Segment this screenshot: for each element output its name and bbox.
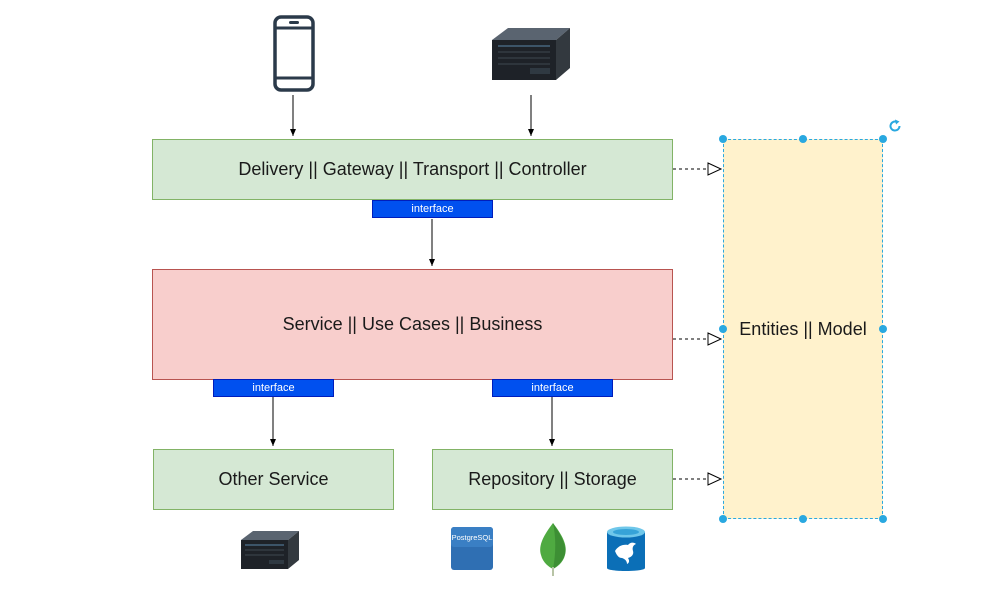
svg-text:PostgreSQL: PostgreSQL bbox=[452, 533, 493, 542]
selection-handle-bottom-center[interactable] bbox=[799, 515, 807, 523]
selection-handle-top-left[interactable] bbox=[719, 135, 727, 143]
repository-label: Repository || Storage bbox=[468, 469, 637, 489]
service-interface-left-badge[interactable]: interface bbox=[213, 379, 334, 397]
other-service-label: Other Service bbox=[218, 469, 329, 489]
mongodb-leaf-icon[interactable] bbox=[536, 521, 570, 577]
selection-handle-top-center[interactable] bbox=[799, 135, 807, 143]
other-service-box[interactable]: Other Service bbox=[153, 449, 394, 510]
service-layer-box[interactable]: Service || Use Cases || Business bbox=[152, 269, 673, 380]
server-icon[interactable] bbox=[240, 530, 300, 570]
selection-handle-bottom-left[interactable] bbox=[719, 515, 727, 523]
mobile-phone-icon[interactable] bbox=[272, 15, 316, 93]
dashed-arrow-service-to-entities bbox=[673, 332, 723, 346]
mariadb-database-icon[interactable] bbox=[606, 525, 646, 575]
entities-box[interactable]: Entities || Model bbox=[723, 139, 883, 519]
delivery-layer-box[interactable]: Delivery || Gateway || Transport || Cont… bbox=[152, 139, 673, 200]
selection-handle-middle-right[interactable] bbox=[879, 325, 887, 333]
dashed-arrow-delivery-to-entities bbox=[673, 162, 723, 176]
postgresql-icon[interactable]: PostgreSQL bbox=[450, 526, 494, 571]
rotate-handle-icon[interactable] bbox=[887, 118, 903, 134]
entities-label: Entities || Model bbox=[739, 318, 867, 339]
selection-handle-middle-left[interactable] bbox=[719, 325, 727, 333]
selection-handle-top-right[interactable] bbox=[879, 135, 887, 143]
delivery-layer-label: Delivery || Gateway || Transport || Cont… bbox=[238, 159, 587, 179]
service-interface-right-badge[interactable]: interface bbox=[492, 379, 613, 397]
server-icon[interactable] bbox=[490, 26, 572, 82]
repository-box[interactable]: Repository || Storage bbox=[432, 449, 673, 510]
dashed-arrow-repository-to-entities bbox=[673, 472, 723, 486]
service-layer-label: Service || Use Cases || Business bbox=[282, 314, 543, 334]
delivery-interface-badge[interactable]: interface bbox=[372, 200, 493, 218]
selection-handle-bottom-right[interactable] bbox=[879, 515, 887, 523]
